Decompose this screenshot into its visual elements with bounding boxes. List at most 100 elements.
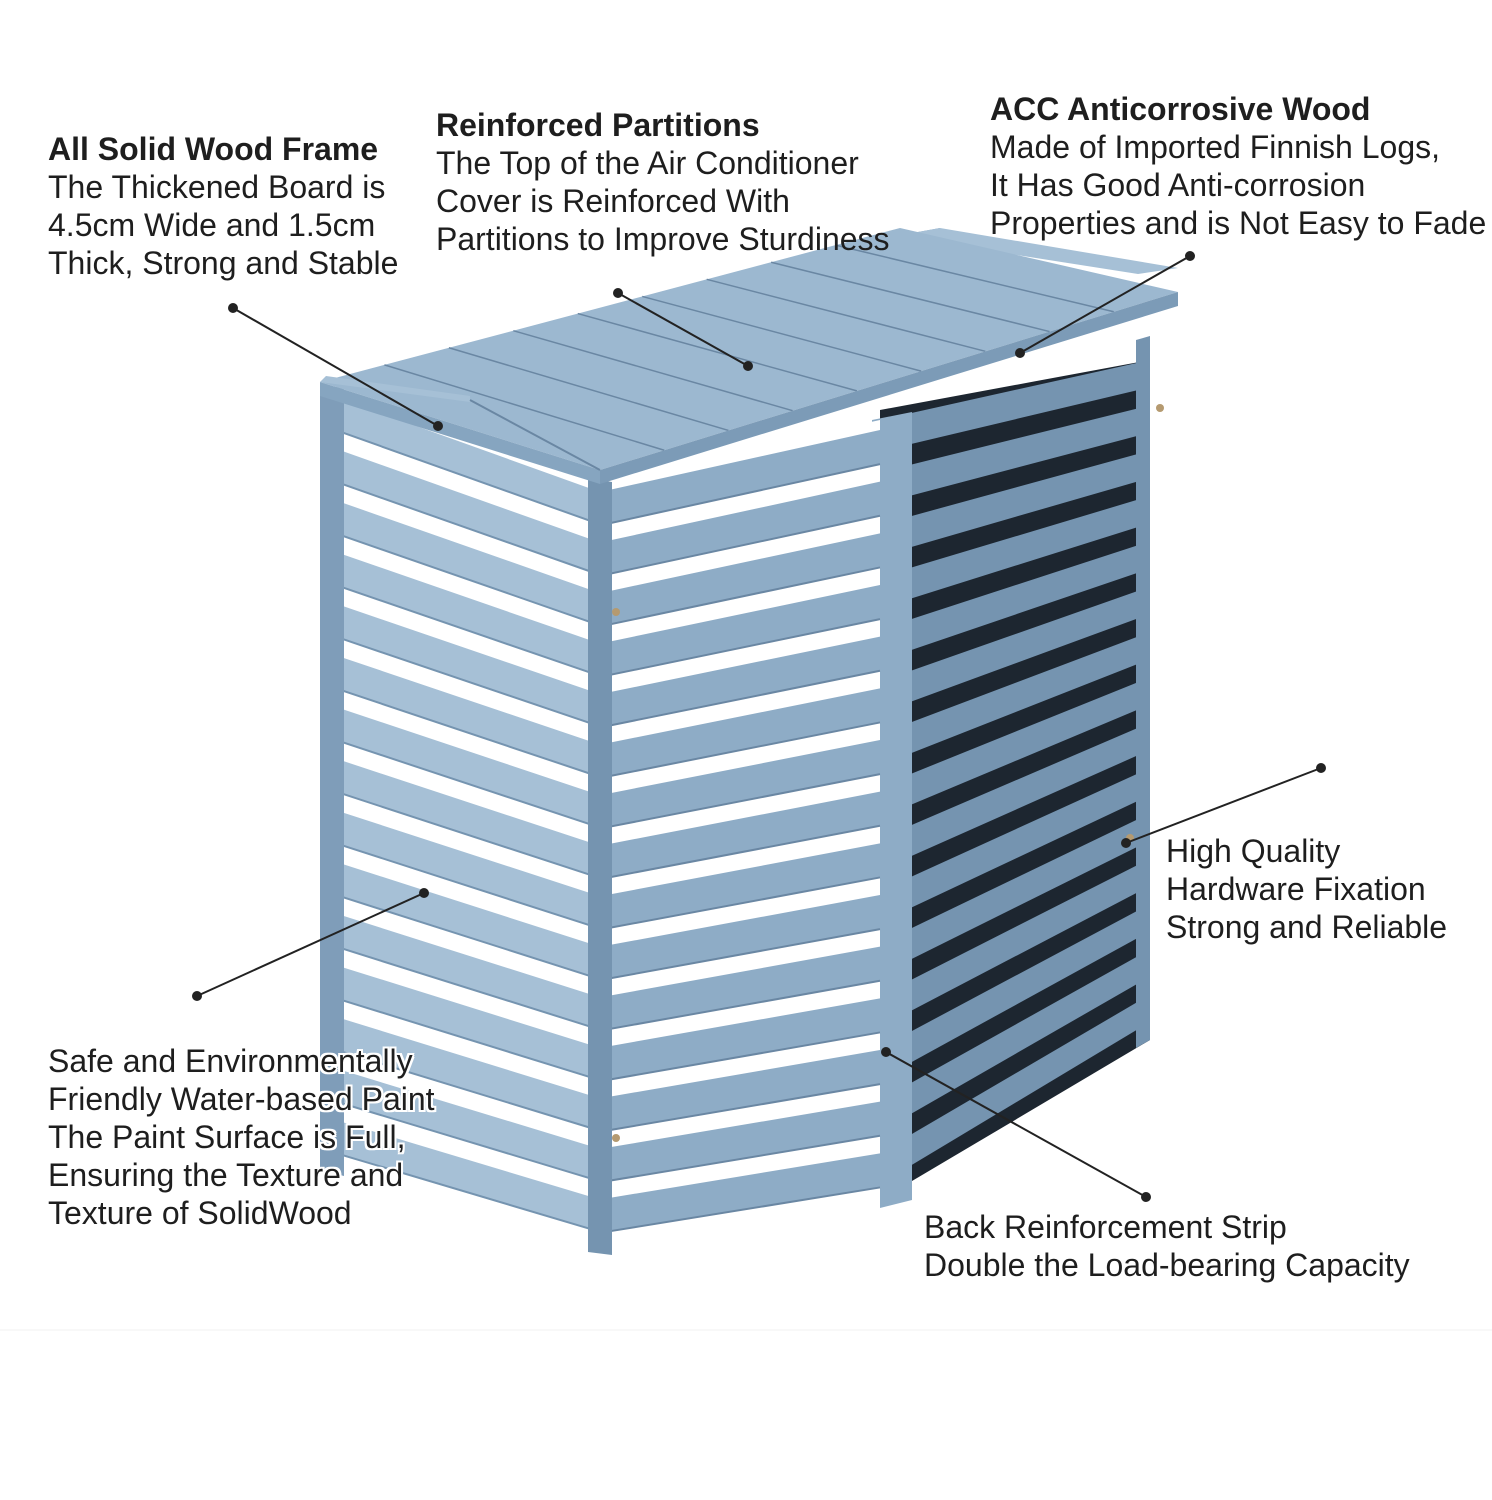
front-slat (600, 740, 880, 829)
top-plank-seam (513, 329, 793, 412)
front-slat (600, 533, 880, 627)
side-slat (330, 1015, 600, 1131)
front-slat (600, 946, 880, 1031)
side-slat (330, 963, 600, 1081)
front-slat (600, 585, 880, 677)
screw (612, 1134, 620, 1142)
front-corner-post (588, 478, 612, 1255)
side-slat (330, 756, 600, 879)
callout-line: Partitions to Improve Sturdiness (436, 221, 890, 257)
slat-edge (329, 737, 601, 829)
side-slat (330, 395, 600, 525)
leader-dot (1316, 763, 1326, 773)
back-slat (880, 360, 1150, 452)
left-corner-post (320, 385, 344, 1176)
callout-line: Properties and is Not Easy to Fade (990, 205, 1487, 241)
back-slat (880, 450, 1150, 557)
top-plank-seam (835, 244, 1114, 313)
top-plank-seam (706, 278, 986, 353)
side-slat (330, 446, 600, 575)
slat-edge (599, 514, 881, 577)
side-slat (330, 601, 600, 727)
callout-line: It Has Good Anti-corrosion (990, 167, 1366, 203)
callout-title: All Solid Wood Frame (48, 131, 379, 167)
side-slat (330, 653, 600, 778)
side-slat (330, 808, 600, 929)
side-slat (330, 705, 600, 828)
callout-line: Double the Load-bearing Capacity (924, 1247, 1410, 1283)
back-slat (880, 813, 1150, 975)
leader-frame (232, 307, 439, 427)
slat-edge (599, 721, 881, 779)
slat-edge (329, 478, 601, 576)
top-plank-seam (384, 364, 665, 451)
back-slat (880, 858, 1150, 1028)
back-slat (880, 904, 1150, 1080)
top-planks (384, 244, 1114, 451)
back-slat (880, 768, 1150, 923)
slat-edge (599, 1083, 881, 1133)
slat-edge (599, 1186, 881, 1234)
back-slat (880, 405, 1150, 504)
slat-edge (599, 876, 881, 931)
side-slat (330, 498, 600, 626)
slat-edge (329, 1098, 601, 1183)
callout-line: Ensuring the Texture and (48, 1157, 404, 1193)
side-slat (330, 550, 600, 676)
top-front-edge-right (600, 292, 1178, 484)
back-slat (880, 541, 1150, 661)
side-slat (330, 1118, 600, 1232)
callout-line: Made of Imported Finnish Logs, (990, 129, 1441, 165)
top-plank-seam (770, 261, 1050, 333)
callout-line: Safe and Environmentally (48, 1043, 413, 1079)
leader-dot (1141, 1192, 1151, 1202)
slat-edge (599, 618, 881, 678)
leader-dot (1121, 838, 1131, 848)
top-plank-seam (577, 312, 858, 392)
slat-edge (599, 979, 881, 1032)
callout-frame: All Solid Wood Frame The Thickened Board… (48, 130, 398, 282)
slat-edge (329, 1150, 601, 1233)
top-lip-edge (469, 399, 601, 471)
callout-paint: Safe and Environmentally Friendly Water-… (48, 1042, 435, 1232)
screw (1156, 404, 1164, 412)
slat-edge (329, 530, 601, 627)
callout-line: The Thickened Board is (48, 169, 386, 205)
leader-acc (1019, 255, 1191, 354)
back-slat (880, 994, 1150, 1185)
leader-dot (419, 888, 429, 898)
callout-partitions: Reinforced Partitions The Top of the Air… (436, 106, 890, 258)
slat-edge (329, 685, 601, 778)
top-lip-left (320, 376, 470, 402)
callout-line: Texture of SolidWood (48, 1195, 352, 1231)
leader-partitions (617, 292, 749, 367)
leader-dot (192, 991, 202, 1001)
callout-line: High Quality (1166, 833, 1341, 869)
front-slat (600, 481, 880, 576)
front-slat (600, 1153, 880, 1233)
back-slat (880, 586, 1150, 714)
side-slat (330, 860, 600, 980)
slat-edge (329, 892, 601, 981)
front-face-slats (599, 430, 881, 1234)
top-plank-seam (448, 347, 729, 432)
front-slat (600, 688, 880, 779)
callout-acc: ACC Anticorrosive Wood Made of Imported … (990, 90, 1486, 242)
back-slat (880, 677, 1150, 818)
leader-paint (196, 892, 425, 997)
leader-hardware (1125, 767, 1322, 844)
slat-edge (599, 1031, 881, 1083)
front-slat (600, 998, 880, 1082)
slat-edge (329, 582, 601, 677)
callout-line: Back Reinforcement Strip (924, 1209, 1287, 1245)
leader-dot (613, 288, 623, 298)
slat-edge (329, 943, 601, 1031)
slat-edge (329, 995, 601, 1082)
callout-line: Friendly Water-based Paint (48, 1081, 435, 1117)
back-slat (880, 632, 1150, 766)
front-slat (600, 636, 880, 728)
slat-edge (599, 773, 881, 830)
front-slat (600, 1050, 880, 1132)
callout-line: Strong and Reliable (1166, 909, 1448, 945)
